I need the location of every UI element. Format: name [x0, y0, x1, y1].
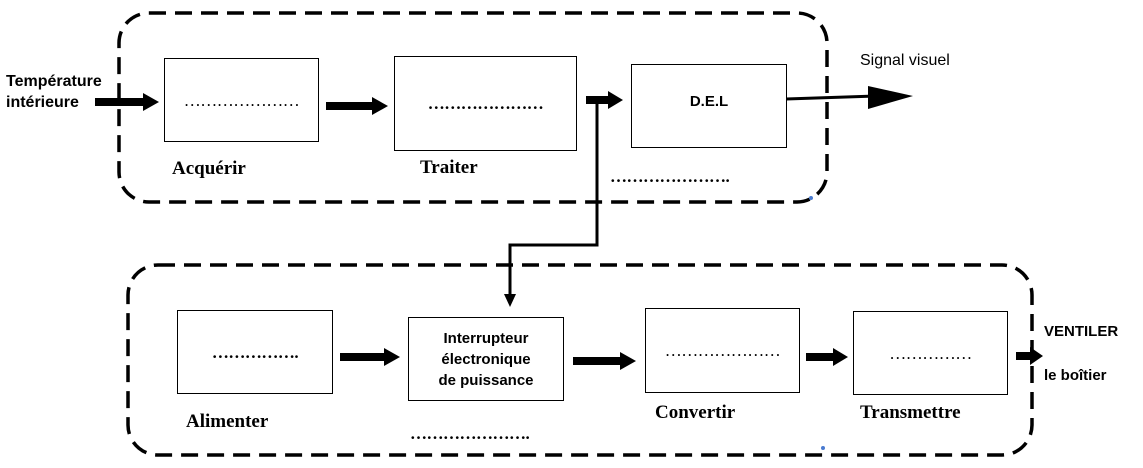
input-label-line2: intérieure — [6, 94, 79, 111]
box-del: D.E.L — [631, 64, 787, 148]
blue-marker — [821, 446, 825, 450]
order-wire-arrowhead — [504, 294, 516, 307]
input-label-line1: Température — [6, 73, 102, 90]
function-label-interrupteur-blank: …………………. — [410, 424, 530, 443]
energy-chain-boundary — [126, 263, 1034, 457]
box-interrupteur-line2: électronique — [441, 350, 531, 368]
box-interrupteur: Interrupteur électronique de puissance — [408, 317, 564, 401]
arrow-alimenter-to-interrupteur — [340, 348, 400, 366]
function-label-del-blank: …………………. — [610, 167, 730, 186]
box-alimenter-blank: ……………. — [211, 342, 299, 362]
signal-line — [785, 94, 877, 101]
blue-marker — [809, 196, 813, 200]
output-boitier-label: le boîtier — [1044, 367, 1107, 384]
arrow-convertir-to-transmettre — [806, 348, 848, 366]
information-chain-boundary — [117, 11, 829, 204]
box-convertir-blank: ………………… — [664, 341, 781, 360]
box-acquerir-blank: ………………… — [183, 90, 300, 110]
function-label-acquerir: Acquérir — [172, 158, 246, 179]
output-signal-label: Signal visuel — [860, 52, 950, 69]
box-del-text: D.E.L — [689, 92, 729, 110]
arrow-output-ventiler — [1016, 347, 1043, 365]
arrow-input-to-acquerir — [95, 93, 159, 111]
function-label-alimenter: Alimenter — [186, 411, 269, 432]
order-wire — [508, 100, 599, 296]
box-interrupteur-text: Interrupteur électronique de puissance — [438, 328, 533, 391]
arrow-traiter-to-del — [586, 91, 623, 109]
function-label-transmettre: Transmettre — [860, 402, 961, 423]
box-transmettre: …………… — [853, 311, 1008, 395]
box-traiter: ………………… — [394, 56, 577, 151]
function-label-convertir: Convertir — [655, 402, 736, 423]
box-convertir: ………………… — [645, 308, 800, 393]
output-ventiler-label: VENTILER — [1044, 323, 1119, 340]
function-label-traiter: Traiter — [420, 157, 478, 178]
input-label: Température intérieure — [6, 71, 102, 113]
box-transmettre-blank: …………… — [889, 343, 972, 363]
box-interrupteur-line1: Interrupteur — [443, 329, 529, 347]
arrow-acquerir-to-traiter — [326, 97, 388, 115]
box-acquerir: ………………… — [164, 58, 319, 142]
signal-arrowhead — [868, 86, 913, 109]
box-traiter-blank: ………………… — [427, 94, 544, 113]
arrow-interrupteur-to-convertir — [573, 352, 636, 370]
box-interrupteur-line3: de puissance — [438, 371, 534, 389]
box-alimenter: ……………. — [177, 310, 333, 394]
